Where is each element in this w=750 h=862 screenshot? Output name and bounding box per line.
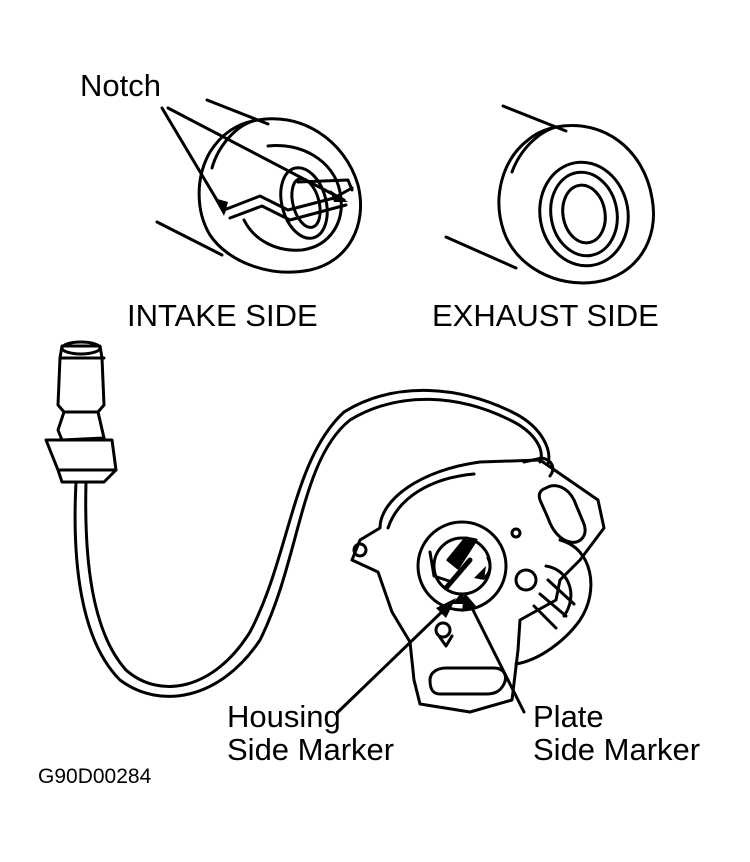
exhaust-side-seal — [444, 104, 655, 285]
housing-side-marker-arrow — [336, 598, 456, 714]
plate-side-marker-arrow — [462, 592, 526, 714]
notch-label: Notch — [80, 68, 161, 103]
intake-side-seal — [155, 98, 363, 274]
housing-side-marker-label: Housing Side Marker — [227, 699, 395, 767]
throttle-position-sensor — [350, 456, 606, 714]
intake-side-label: INTAKE SIDE — [127, 298, 318, 333]
figure-code-label: G90D00284 — [38, 765, 152, 788]
exhaust-side-label: EXHAUST SIDE — [432, 298, 659, 333]
sensor-connector-and-wire — [44, 340, 551, 698]
plate-side-marker-label: Plate Side Marker — [533, 699, 701, 767]
